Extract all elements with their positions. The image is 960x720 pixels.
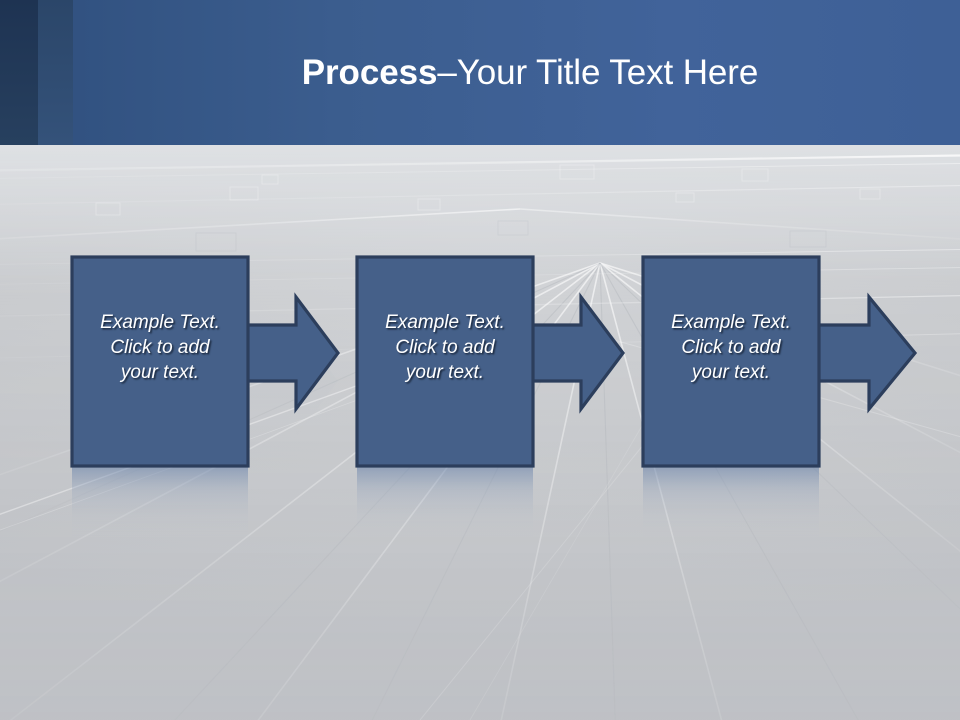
process-step-2-line-3: your text. <box>405 362 485 383</box>
page-title-strong: Process <box>301 52 438 92</box>
process-step-2-line-2: Click to add <box>395 337 495 358</box>
title-bar-accent-mid <box>38 0 73 145</box>
title-bar-accent-dark <box>0 0 38 145</box>
process-step-1-line-1: Example Text. <box>100 312 220 333</box>
page-title: Process – Your Title Text Here <box>120 0 940 145</box>
process-step-3-label[interactable]: Example Text. Click to add your text. <box>643 310 819 385</box>
page-title-separator: – <box>437 52 457 92</box>
process-step-1-line-3: your text. <box>120 362 200 383</box>
process-step-3-line-3: your text. <box>691 362 771 383</box>
process-step-2-line-1: Example Text. <box>385 312 505 333</box>
title-bar: Process – Your Title Text Here <box>0 0 960 145</box>
process-step-2-label[interactable]: Example Text. Click to add your text. <box>357 310 533 385</box>
process-step-3-line-2: Click to add <box>681 337 781 358</box>
process-step-3-line-1: Example Text. <box>671 312 791 333</box>
process-step-1-label[interactable]: Example Text. Click to add your text. <box>72 310 248 385</box>
background-horizon-band <box>0 145 960 275</box>
background-perspective-grid <box>0 145 960 720</box>
page-title-light: Your Title Text Here <box>456 52 759 92</box>
process-step-1-line-2: Click to add <box>110 337 210 358</box>
